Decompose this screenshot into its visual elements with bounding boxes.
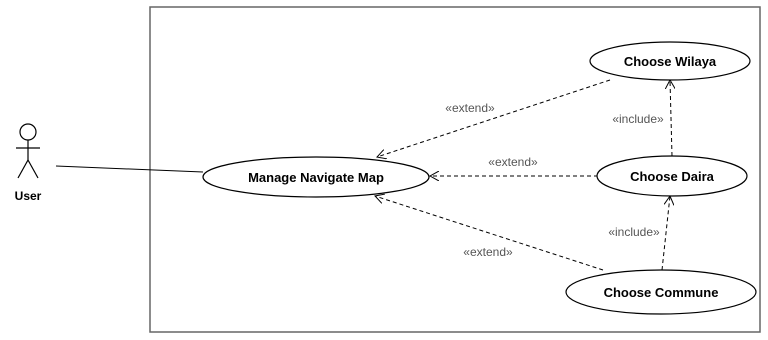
actor-leg-right xyxy=(27,159,39,179)
include-label-commune-daira: «include» xyxy=(608,225,660,239)
use-case-manage-navigate-map[interactable]: Manage Navigate Map xyxy=(202,156,430,198)
actor-name: User xyxy=(15,189,42,203)
extend-label-wilaya: «extend» xyxy=(445,101,495,115)
actor-leg-left xyxy=(17,159,29,179)
use-case-ellipse xyxy=(589,41,751,81)
extend-edge-commune xyxy=(375,196,604,271)
include-edge-commune-daira xyxy=(661,196,670,271)
use-case-label: Manage Navigate Map xyxy=(248,170,384,185)
extend-edge-wilaya xyxy=(377,79,611,157)
extend-label-daira: «extend» xyxy=(488,155,538,169)
use-case-label: Choose Wilaya xyxy=(624,54,717,69)
use-case-choose-commune[interactable]: Choose Commune xyxy=(565,269,757,315)
extend-label-commune: «extend» xyxy=(463,245,513,259)
use-case-ellipse xyxy=(565,269,757,315)
association-user-manage xyxy=(55,165,204,173)
use-case-ellipse xyxy=(596,155,748,197)
actor-head xyxy=(19,123,37,141)
use-case-label: Choose Commune xyxy=(604,285,719,300)
use-case-ellipse xyxy=(202,156,430,198)
use-case-choose-wilaya[interactable]: Choose Wilaya xyxy=(589,41,751,81)
actor-user: User xyxy=(15,123,42,203)
use-case-label: Choose Daira xyxy=(630,169,715,184)
include-label-daira-wilaya: «include» xyxy=(612,112,664,126)
use-case-choose-daira[interactable]: Choose Daira xyxy=(596,155,748,197)
include-edge-daira-wilaya xyxy=(670,80,672,157)
